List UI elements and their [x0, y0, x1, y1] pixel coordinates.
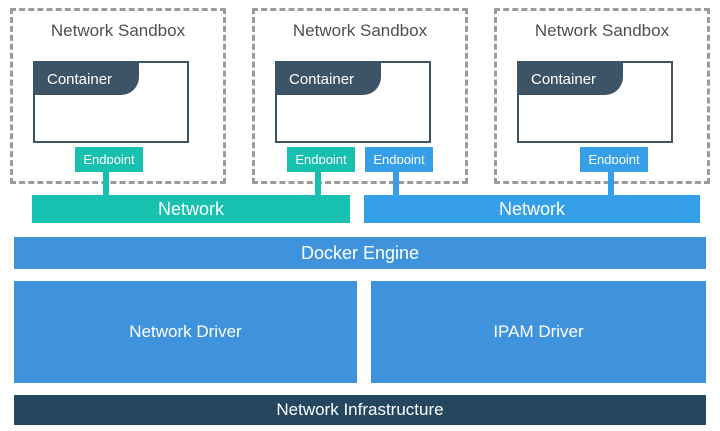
endpoint-connector — [393, 164, 399, 198]
sandbox-title: Network Sandbox — [534, 21, 670, 40]
network-driver-box: Network Driver — [14, 281, 357, 383]
ipam-driver-box: IPAM Driver — [371, 281, 706, 383]
container-label: Container — [277, 63, 381, 95]
network-sandbox: Network Sandbox Container Endpoint — [10, 8, 226, 184]
network-infrastructure-bar: Network Infrastructure — [14, 395, 706, 425]
network-sandbox: Network Sandbox Container Endpoint Endpo… — [252, 8, 468, 184]
endpoint-connector — [103, 164, 109, 198]
sandbox-title: Network Sandbox — [50, 21, 186, 40]
container-label: Container — [35, 63, 139, 95]
endpoint-badge: Endpoint — [365, 147, 433, 172]
container-label: Container — [519, 63, 623, 95]
network-bar-blue: Network — [364, 195, 700, 223]
sandbox-title: Network Sandbox — [292, 21, 428, 40]
container-box: Container — [275, 61, 431, 143]
network-sandbox: Network Sandbox Container Endpoint — [494, 8, 710, 184]
endpoint-badge: Endpoint — [287, 147, 355, 172]
endpoint-connector — [608, 164, 614, 198]
network-bar-teal: Network — [32, 195, 350, 223]
docker-engine-bar: Docker Engine — [14, 237, 706, 269]
endpoint-connector — [315, 164, 321, 198]
container-box: Container — [33, 61, 189, 143]
container-box: Container — [517, 61, 673, 143]
endpoint-badge: Endpoint — [75, 147, 143, 172]
endpoint-badge: Endpoint — [580, 147, 648, 172]
